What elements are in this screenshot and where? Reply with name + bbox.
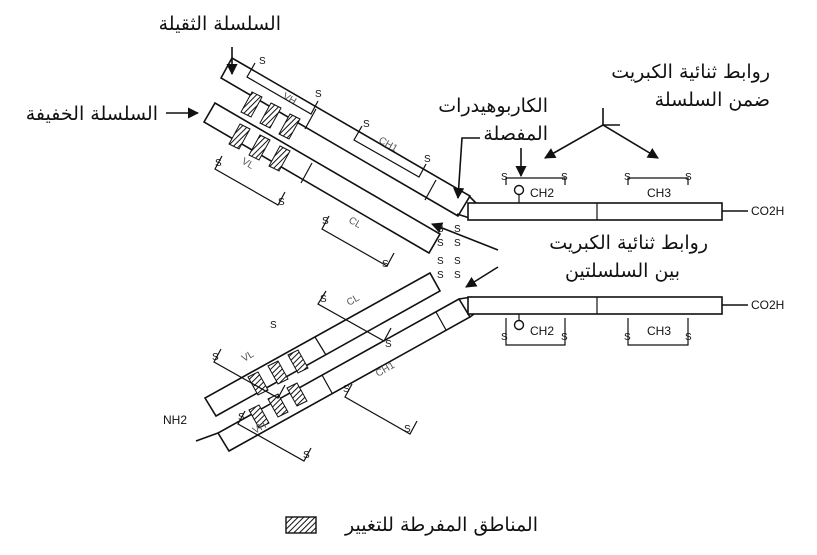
label-hinge-carbohydrates-line2: المفصلة (483, 123, 548, 145)
nh2-terminus: NH2 (163, 413, 187, 427)
sulfur-atom: S (322, 216, 329, 227)
sulfur-atom: S (278, 197, 285, 208)
sulfur-atom: S (437, 238, 444, 249)
annotation-arrows (166, 47, 659, 288)
sulfur-atom: S (212, 352, 219, 363)
label-interchain-disulfide-line2: بين السلسلتين (565, 260, 680, 282)
upper-fc-chain (456, 195, 748, 221)
sulfur-atom: S (238, 412, 245, 423)
cooh-terminus-lower: CO2H (751, 298, 784, 312)
legend: المناطق المفرطة للتغيير (285, 514, 538, 536)
domain-label-cl-upper: CL (347, 215, 364, 231)
sulfur-atom: S (424, 154, 431, 165)
carbohydrate-lower (513, 319, 525, 331)
domain-label-ch2-upper: CH2 (530, 186, 554, 200)
sulfur-atom: S (501, 172, 508, 183)
domain-label-ch3-upper: CH3 (647, 186, 671, 200)
domain-label-vl-lower: VL (240, 349, 256, 365)
sulfur-atom: S (437, 256, 444, 267)
legend-hypervariable-label: المناطق المفرطة للتغيير (344, 514, 538, 536)
sulfur-atom: S (382, 259, 389, 270)
sulfur-atom: S (320, 294, 327, 305)
sulfur-atom: S (501, 332, 508, 343)
sulfur-atom: S (454, 238, 461, 249)
sulfur-atom: S (561, 332, 568, 343)
legend-hatch-swatch (285, 516, 317, 534)
arm-disulfide-brackets (213, 62, 427, 462)
sulfur-atom: S (437, 270, 444, 281)
lower-light-chain (203, 271, 442, 418)
sulfur-atom: S (270, 320, 277, 331)
domain-label-ch3-lower: CH3 (647, 324, 671, 338)
sulfur-atom: S (259, 56, 266, 67)
label-intrachain-disulfide-line2: ضمن السلسلة (655, 89, 770, 111)
sulfur-atom: S (454, 270, 461, 281)
cooh-terminus-upper: CO2H (751, 204, 784, 218)
sulfur-atom: S (215, 158, 222, 169)
domain-label-cl-lower: CL (345, 292, 362, 308)
domain-label-vl-upper: VL (240, 156, 256, 172)
sulfur-atom: S (303, 450, 310, 461)
sulfur-atom: S (315, 89, 322, 100)
upper-light-chain (202, 101, 442, 255)
label-light-chain: السلسلة الخفيفة (26, 103, 158, 125)
label-hinge-carbohydrates-line1: الكاربوهيدرات (438, 95, 548, 117)
sulfur-atom: S (685, 332, 692, 343)
sulfur-atom: S (385, 339, 392, 350)
sulfur-atom: S (624, 172, 631, 183)
sulfur-atom: S (363, 119, 370, 130)
sulfur-atom: S (454, 256, 461, 267)
sulfur-atom: S (624, 332, 631, 343)
sulfur-atom: S (685, 172, 692, 183)
sulfur-atom: S (404, 424, 411, 435)
sulfur-atom: S (343, 384, 350, 395)
label-interchain-disulfide-line1: روابط ثنائية الكبريت (549, 232, 708, 254)
carbohydrate-upper (513, 184, 525, 196)
domain-label-ch2-lower: CH2 (530, 324, 554, 338)
label-heavy-chain: السلسلة الثقيلة (159, 13, 281, 35)
fc-disulfide-brackets (505, 177, 689, 346)
sulfur-atoms: S S S S S S S S S S S S S S S S S S S S … (212, 56, 692, 461)
sulfur-atom: S (561, 172, 568, 183)
lower-fc-chain (458, 296, 748, 318)
sulfur-atom: S (454, 224, 461, 235)
label-intrachain-disulfide-line1: روابط ثنائية الكبريت (611, 61, 770, 83)
